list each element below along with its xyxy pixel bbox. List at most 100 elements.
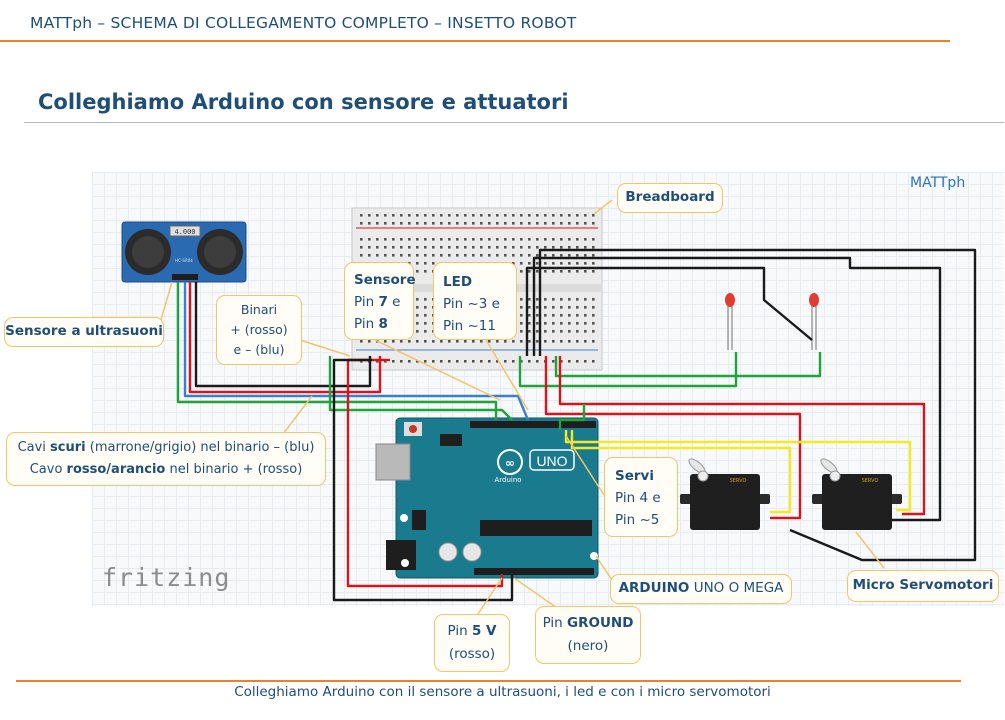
breadboard-hole — [416, 246, 419, 249]
breadboard-hole — [568, 246, 571, 249]
breadboard-hole — [392, 238, 395, 241]
arduino-brand: Arduino — [494, 476, 521, 484]
breadboard-hole — [584, 238, 587, 241]
arduino-logo: UNO — [536, 453, 567, 469]
breadboard-hole — [560, 306, 563, 309]
breadboard-hole — [520, 340, 523, 343]
breadboard-hole — [512, 254, 515, 257]
breadboard-hole — [584, 306, 587, 309]
breadboard-hole — [528, 330, 531, 333]
wire-sensor-green-2 — [328, 356, 513, 421]
header-title: MATTph – SCHEMA DI COLLEGAMENTO COMPLETO… — [30, 14, 577, 32]
breadboard-hole — [464, 360, 467, 363]
breadboard-hole — [544, 314, 547, 317]
breadboard-hole — [560, 246, 563, 249]
breadboard-hole — [512, 246, 515, 249]
breadboard-hole — [408, 360, 411, 363]
breadboard-hole — [416, 214, 419, 217]
wire-ground-black — [332, 358, 514, 602]
breadboard-hole — [512, 340, 515, 343]
breadboard-hole — [592, 322, 595, 325]
ultrasonic-sensor: 4.000 HC-SR04 — [121, 221, 247, 283]
breadboard-hole — [520, 214, 523, 217]
breadboard-hole — [504, 222, 507, 225]
breadboard-hole — [544, 330, 547, 333]
callout-5v-line1: Pin 5 V — [447, 623, 497, 639]
breadboard-hole — [416, 222, 419, 225]
breadboard-hole — [536, 214, 539, 217]
breadboard-hole — [568, 340, 571, 343]
callout-arduino-rest: UNO O MEGA — [689, 580, 784, 596]
breadboard-hole — [384, 246, 387, 249]
breadboard-hole — [560, 340, 563, 343]
breadboard-hole — [512, 360, 515, 363]
breadboard-hole — [536, 254, 539, 257]
callout-rails-line3: e – (blu) — [233, 342, 285, 357]
callout-led-pin11: Pin ~11 — [443, 318, 496, 334]
breadboard-hole — [568, 314, 571, 317]
breadboard-hole — [448, 222, 451, 225]
breadboard-hole — [520, 306, 523, 309]
breadboard-hole — [480, 246, 483, 249]
breadboard-hole — [576, 298, 579, 301]
breadboard-hole — [448, 214, 451, 217]
header-divider — [0, 40, 950, 42]
callout-micro-servo-text: Micro Servomotori — [852, 577, 994, 593]
breadboard-hole — [464, 340, 467, 343]
breadboard-hole — [432, 262, 435, 265]
breadboard-hole — [368, 254, 371, 257]
breadboard-hole — [360, 222, 363, 225]
sensor-display: 4.000 — [174, 228, 195, 236]
breadboard-hole — [376, 360, 379, 363]
breadboard-hole — [368, 222, 371, 225]
breadboard-hole — [544, 238, 547, 241]
breadboard-hole — [568, 298, 571, 301]
callout-rails-line1: Binari — [240, 302, 278, 317]
breadboard-hole — [528, 254, 531, 257]
breadboard-hole — [416, 262, 419, 265]
breadboard-hole — [568, 360, 571, 363]
breadboard-hole — [384, 238, 387, 241]
led-right — [809, 293, 819, 350]
breadboard-hole — [424, 314, 427, 317]
breadboard-hole — [440, 222, 443, 225]
breadboard-hole — [520, 360, 523, 363]
callout-led-pins: LED Pin ~3 e Pin ~11 — [433, 262, 517, 340]
footer-divider — [16, 680, 961, 682]
breadboard-hole — [560, 238, 563, 241]
wire-sensor-black — [194, 282, 372, 388]
wire-servo-red-1 — [544, 356, 802, 520]
breadboard-hole — [568, 262, 571, 265]
breadboard-hole — [408, 340, 411, 343]
breadboard-hole — [576, 270, 579, 273]
breadboard-hole — [544, 222, 547, 225]
breadboard-hole — [392, 246, 395, 249]
breadboard-hole — [536, 322, 539, 325]
breadboard-hole — [520, 222, 523, 225]
breadboard-hole — [368, 340, 371, 343]
breadboard-hole — [552, 298, 555, 301]
breadboard-hole — [456, 222, 459, 225]
wire-led-black-1 — [525, 266, 813, 356]
breadboard-hole — [520, 322, 523, 325]
breadboard-hole — [456, 238, 459, 241]
wire-sensor-red — [188, 282, 382, 394]
breadboard-hole — [528, 322, 531, 325]
breadboard-hole — [568, 214, 571, 217]
breadboard-hole — [488, 340, 491, 343]
breadboard-hole — [464, 238, 467, 241]
breadboard-hole — [592, 330, 595, 333]
page-title: Colleghiamo Arduino con sensore e attuat… — [38, 90, 569, 114]
breadboard-hole — [416, 238, 419, 241]
breadboard-hole — [456, 254, 459, 257]
sensor-model: HC-SR04 — [175, 258, 193, 263]
breadboard-hole — [432, 254, 435, 257]
title-divider — [24, 122, 1004, 123]
breadboard-hole — [576, 330, 579, 333]
watermark-text: MATTph — [910, 175, 966, 191]
breadboard-hole — [424, 262, 427, 265]
breadboard-hole — [584, 298, 587, 301]
breadboard-hole — [360, 238, 363, 241]
breadboard-hole — [584, 222, 587, 225]
breadboard-hole — [584, 262, 587, 265]
